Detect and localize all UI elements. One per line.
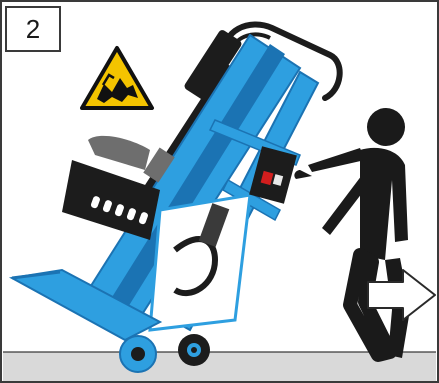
step-number: 2 (26, 14, 40, 45)
step-number-box: 2 (5, 6, 61, 52)
